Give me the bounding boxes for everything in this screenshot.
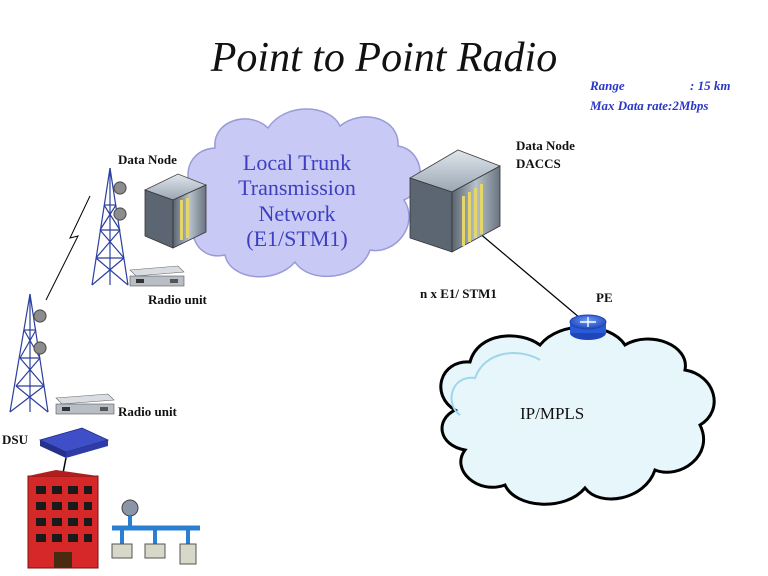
trunk-link-line: [477, 231, 581, 319]
daccs-label: DACCS: [516, 156, 561, 171]
trunk-line-2: Transmission: [238, 175, 356, 201]
radio-unit-top-label: Radio unit: [148, 292, 207, 307]
trunk-line-1: Local Trunk: [242, 150, 352, 175]
radio-tower-bottom: [9, 293, 49, 413]
ip-mpls-cloud: [439, 325, 716, 506]
dsu-device: [38, 427, 110, 479]
pe-label: PE: [596, 290, 613, 305]
ip-mpls-label: IP/MPLS: [520, 404, 585, 423]
lan-network-icon: [111, 499, 200, 565]
daccs-server: [409, 149, 501, 253]
data-node-left-label: Data Node: [118, 152, 177, 167]
range-label: Range: [590, 78, 625, 93]
max-data-rate: Max Data rate:2Mbps: [590, 98, 709, 113]
page-title: Point to Point Radio: [210, 35, 558, 81]
radio-link-zigzag: [45, 195, 91, 301]
trunk-line-3: Network: [258, 200, 336, 226]
pe-router-icon: [569, 314, 607, 340]
radio-unit-bottom-device: [55, 393, 115, 415]
building-icon: [27, 470, 99, 569]
trunk-network-label: Local Trunk Transmission Network (E1/STM…: [214, 150, 380, 251]
dsu-label: DSU: [2, 432, 29, 447]
range-value: : 15 km: [690, 78, 731, 93]
link-label: n x E1/ STM1: [420, 286, 497, 301]
trunk-line-4: (E1/STM1): [246, 225, 348, 251]
data-node-left-server: [143, 173, 208, 249]
radio-unit-top-device: [129, 265, 185, 287]
data-node-right-label: Data Node: [516, 138, 575, 153]
radio-unit-bottom-label: Radio unit: [118, 404, 177, 419]
radio-tower-top: [91, 167, 129, 286]
